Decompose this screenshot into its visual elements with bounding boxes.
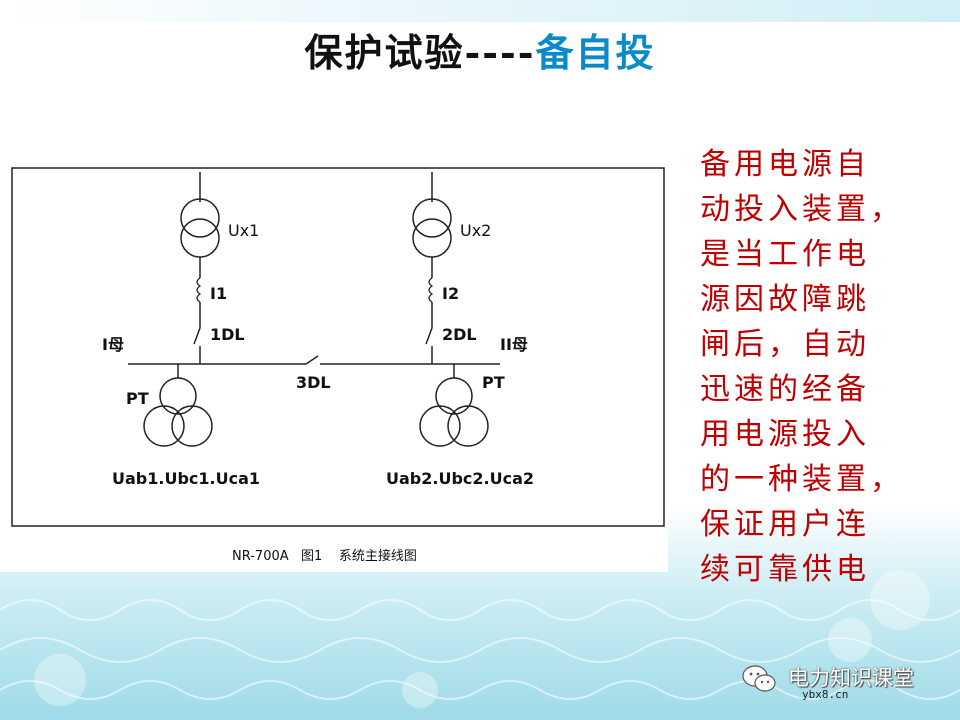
title-highlight: 备自投 <box>535 30 656 75</box>
watermark-text: 电力知识课堂 <box>788 666 914 690</box>
dl2-label: 2DL <box>442 325 477 344</box>
diagram-canvas: Ux1 I1 1DL Ux2 I2 2DL 3DL <box>11 167 665 564</box>
description-line: 用电源投入 <box>700 417 870 452</box>
description-line: 源因故障跳 <box>700 282 870 317</box>
pt-left-transformer <box>143 377 213 447</box>
ux2-transformer <box>412 198 452 258</box>
wave-decoration <box>0 570 960 720</box>
description-line: 是当工作电 <box>700 237 870 272</box>
i1-label: I1 <box>210 284 227 303</box>
dl3-label: 3DL <box>296 373 331 392</box>
watermark: 电力知识课堂 ybx8.cn <box>742 662 942 702</box>
description-line: 的一种装置， <box>700 462 904 497</box>
dl1-label: 1DL <box>210 325 245 344</box>
description-line: 闸后，自动 <box>700 327 870 362</box>
description-line: 备用电源自 <box>700 147 870 182</box>
bus-i-label: I母 <box>102 335 124 354</box>
description-line: 迅速的经备 <box>700 372 870 407</box>
description-line: 保证用户连 <box>700 507 870 542</box>
volt-right-label: Uab2.Ubc2.Uca2 <box>386 469 534 488</box>
title-prefix: 保护试验---- <box>304 30 536 75</box>
page-title: 保护试验----备自投 <box>0 22 960 78</box>
ux2-label: Ux2 <box>460 221 491 240</box>
diagram-frame <box>11 167 665 527</box>
description-line: 续可靠供电 <box>700 552 870 587</box>
watermark-url: ybx8.cn <box>802 688 849 701</box>
bus-ii-label: II母 <box>500 335 528 354</box>
breaker-3dl <box>305 355 319 365</box>
description-line: 动投入装置， <box>700 192 904 227</box>
i2-label: I2 <box>442 284 459 303</box>
pt-right-transformer <box>419 377 489 447</box>
ux1-transformer <box>180 198 220 258</box>
breaker-2dl <box>425 327 433 345</box>
ct-i2 <box>428 277 434 303</box>
breaker-1dl <box>193 327 201 345</box>
pt-left-label: PT <box>126 389 149 408</box>
volt-left-label: Uab1.Ubc1.Uca1 <box>112 469 260 488</box>
pt-right-label: PT <box>482 373 505 392</box>
wechat-icon <box>742 665 776 692</box>
ux1-label: Ux1 <box>228 221 259 240</box>
header-band <box>0 0 960 22</box>
description-text: 备用电源自 动投入装置， 是当工作电 源因故障跳 闸后，自动 迅速的经备 用电源… <box>700 142 940 592</box>
diagram-caption: NR-700A 图1 系统主接线图 <box>232 548 417 564</box>
wiring-diagram: Ux1 I1 1DL Ux2 I2 2DL 3DL <box>0 150 668 572</box>
ct-i1 <box>196 277 202 303</box>
